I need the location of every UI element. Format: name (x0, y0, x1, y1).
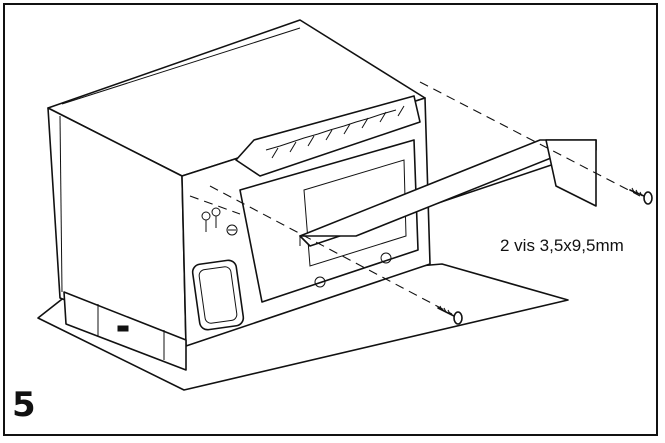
appliance-body-drawing (47, 19, 431, 371)
screw-icon (629, 187, 653, 205)
alignment-lines (189, 81, 641, 315)
deflector-panel-drawing (299, 139, 597, 247)
screw-size-caption: 2 vis 3,5x9,5mm (500, 236, 624, 255)
step-number: 5 (12, 385, 36, 425)
screw-icon (437, 305, 463, 325)
